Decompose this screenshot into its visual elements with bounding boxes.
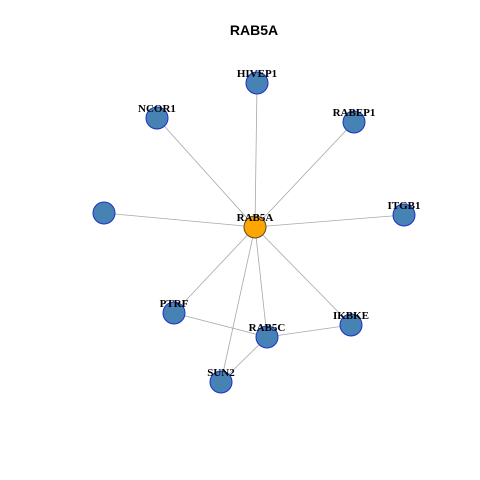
- edge-rab5a-itgb1: [254, 214, 405, 228]
- node-circle-rab5a: [243, 215, 267, 239]
- edge-rab5a-ikbke: [254, 226, 352, 326]
- diagram-title: RAB5A: [230, 22, 278, 38]
- node-circle-rabep1: [342, 110, 366, 134]
- node-hivep1: HIVEP1: [237, 68, 277, 95]
- node-sun2: SUN2: [207, 367, 235, 394]
- node-circle-ncor1: [145, 106, 169, 130]
- edge-rab5a-unlabeled: [103, 212, 256, 228]
- node-rab5a: RAB5A: [237, 212, 274, 239]
- node-circle-ikbke: [339, 313, 363, 337]
- edge-rab5c-ikbke: [266, 324, 352, 338]
- edge-rab5a-hivep1: [254, 82, 258, 228]
- node-rabep1: RABEP1: [333, 107, 376, 134]
- node-label-rab5c: RAB5C: [249, 322, 286, 334]
- edge-rab5a-rab5c: [254, 226, 268, 338]
- node-ikbke: IKBKE: [333, 310, 369, 337]
- node-label-ikbke: IKBKE: [333, 310, 369, 322]
- node-label-sun2: SUN2: [207, 367, 235, 379]
- node-circle-ptrf: [162, 301, 186, 325]
- node-ncor1: NCOR1: [138, 103, 176, 130]
- node-circle-sun2: [209, 370, 233, 394]
- node-circle-itgb1: [392, 203, 416, 227]
- node-label-rab5a: RAB5A: [237, 212, 274, 224]
- edge-rab5a-ncor1: [156, 117, 256, 228]
- node-ptrf: PTRF: [160, 298, 189, 325]
- node-circle-hivep1: [245, 71, 269, 95]
- node-unlabeled: [92, 201, 116, 225]
- node-itgb1: ITGB1: [387, 200, 421, 227]
- edge-ptrf-rab5c: [173, 312, 268, 338]
- node-rab5c: RAB5C: [249, 322, 286, 349]
- node-circle-rab5c: [255, 325, 279, 349]
- node-label-ncor1: NCOR1: [138, 103, 176, 115]
- node-circle-unlabeled: [92, 201, 116, 225]
- node-label-hivep1: HIVEP1: [237, 68, 277, 80]
- edge-rab5a-sun2: [220, 226, 256, 383]
- node-label-ptrf: PTRF: [160, 298, 189, 310]
- edge-rab5a-rabep1: [254, 121, 355, 228]
- node-label-rabep1: RABEP1: [333, 107, 376, 119]
- edge-rab5a-ptrf: [173, 226, 256, 314]
- node-label-itgb1: ITGB1: [387, 200, 420, 212]
